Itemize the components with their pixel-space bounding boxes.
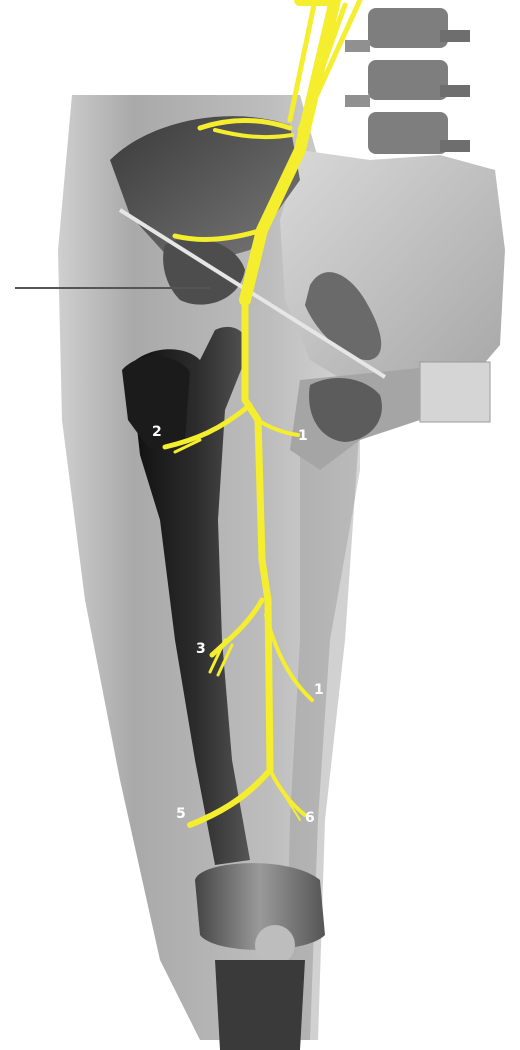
- patella: [255, 925, 295, 965]
- branch-label-5: 5: [176, 806, 186, 822]
- branch-label-1-lower: 1: [314, 682, 324, 698]
- right-pelvis: [280, 150, 505, 392]
- branch-label-2: 2: [152, 424, 162, 440]
- lumbar-spine: [345, 8, 470, 154]
- pubic-symphysis: [420, 362, 490, 422]
- branch-label-3: 3: [196, 641, 206, 657]
- branch-label-6: 6: [305, 810, 315, 826]
- tibia: [215, 960, 305, 1050]
- branch-label-1-upper: 1: [298, 428, 308, 444]
